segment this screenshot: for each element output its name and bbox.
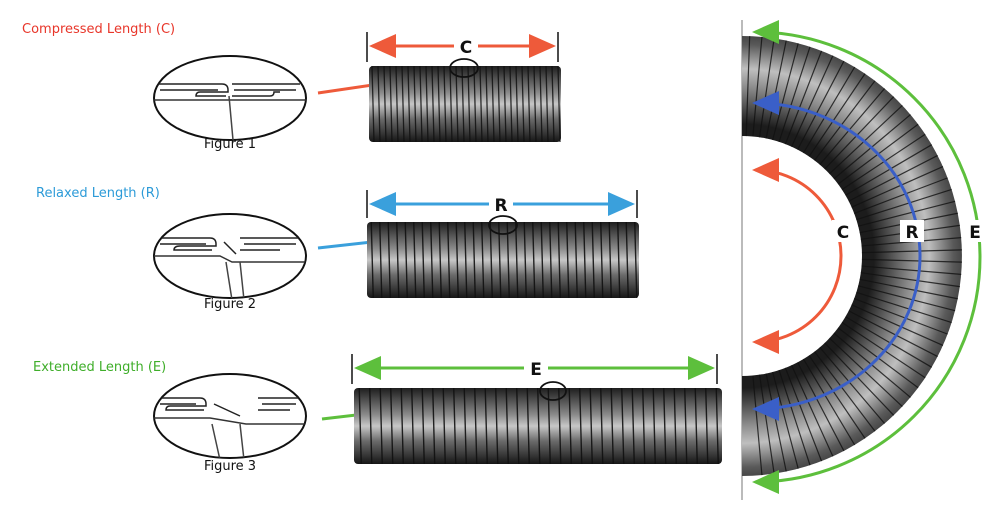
- relaxed-row: R: [153, 190, 639, 299]
- hose-segment-icon: [367, 221, 639, 299]
- r-dimension-letter: R: [494, 196, 507, 216]
- figure-3-caption: Figure 3: [203, 459, 257, 474]
- bend-r-letter: R: [905, 223, 918, 243]
- interlock-profile-icon: [153, 55, 307, 141]
- figure-1-caption: Figure 1: [203, 137, 257, 152]
- figure-2-caption: Figure 2: [203, 297, 257, 312]
- e-dimension-letter: E: [530, 360, 542, 380]
- interlock-profile-icon: [153, 213, 307, 299]
- compressed-length-label: Compressed Length (C): [22, 22, 176, 37]
- extended-length-label: Extended Length (E): [33, 360, 167, 375]
- bent-hose-icon: C R E: [741, 20, 987, 500]
- hose-segment-icon: [354, 387, 722, 465]
- compressed-row: C: [153, 32, 561, 143]
- bend-e-letter: E: [969, 223, 981, 243]
- c-dimension-letter: C: [460, 38, 472, 58]
- interlock-profile-icon: [153, 373, 307, 459]
- bend-c-letter: C: [837, 223, 849, 243]
- hose-segment-icon: [369, 65, 561, 143]
- relaxed-length-label: Relaxed Length (R): [36, 186, 160, 201]
- extended-row: E: [153, 354, 722, 465]
